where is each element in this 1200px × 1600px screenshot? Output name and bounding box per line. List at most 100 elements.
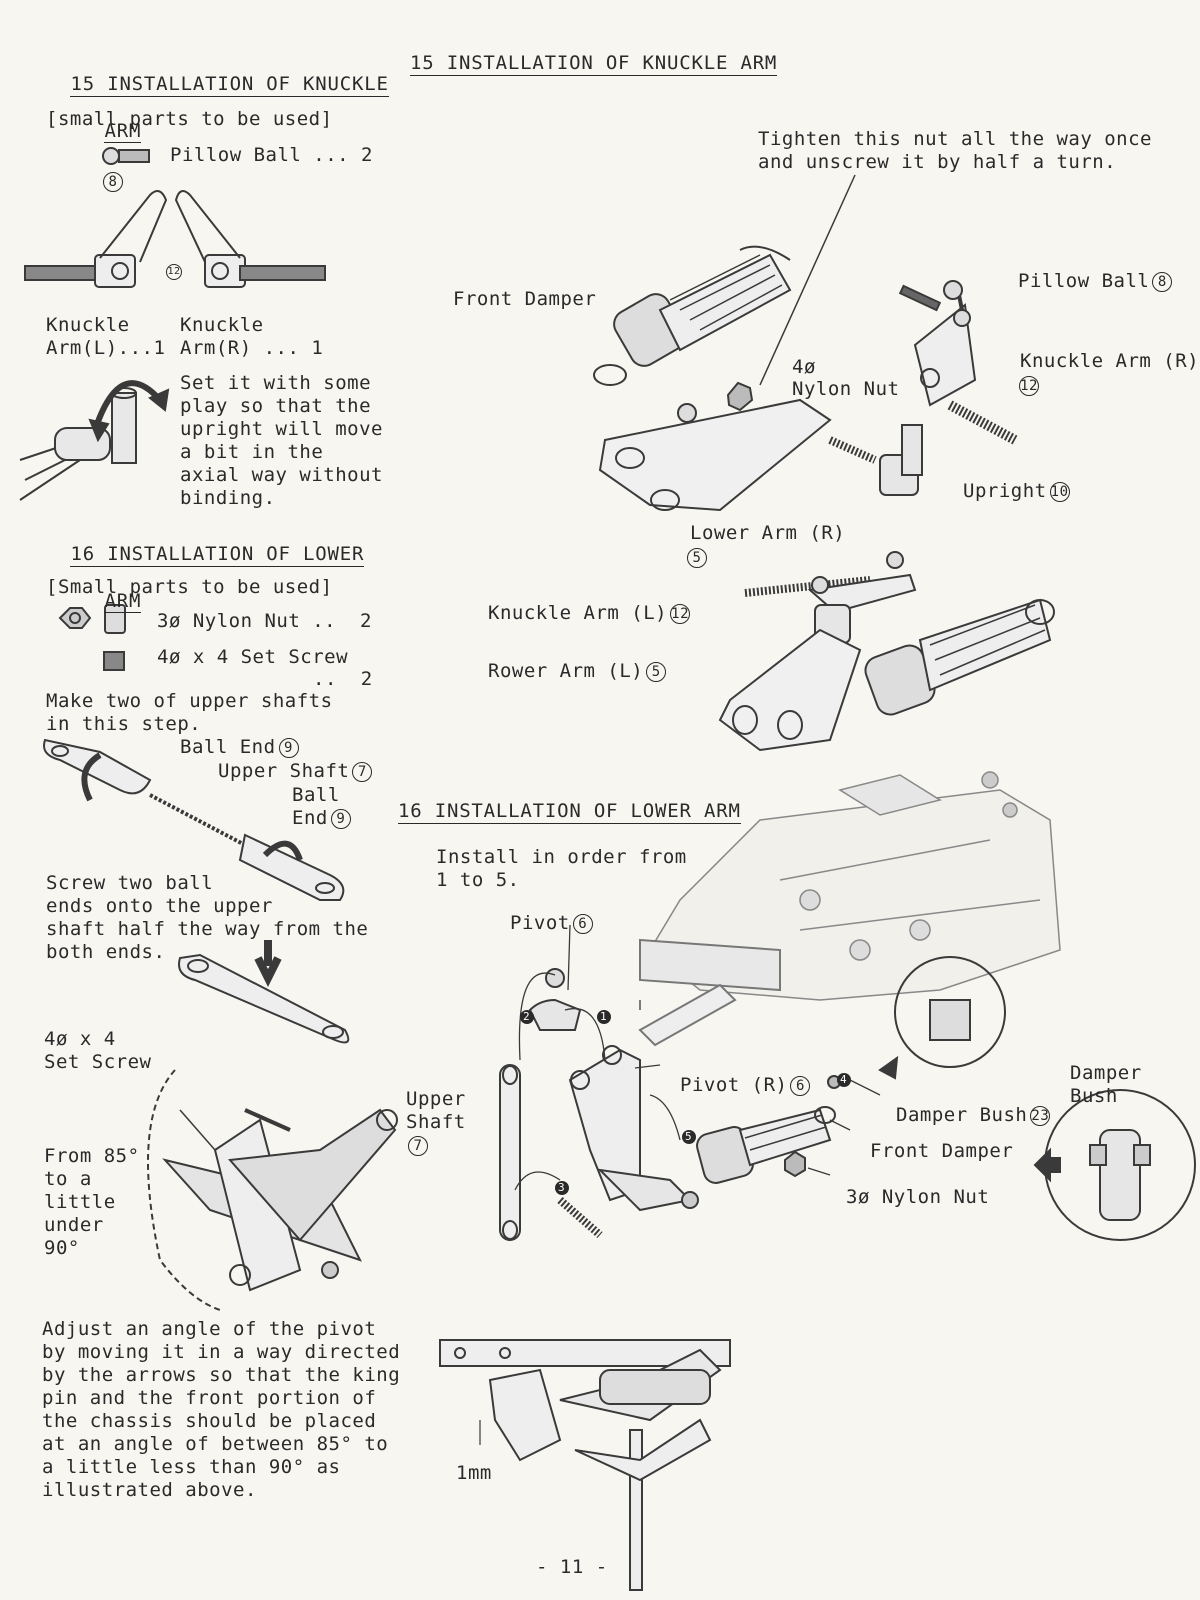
pivot-r-callout: Pivot (R)6 <box>680 1074 811 1097</box>
pillow-ball-callout-number: 8 <box>1152 272 1173 292</box>
set-screw-qty: .. 2 <box>313 668 373 690</box>
set-play-note: Set it with some play so that the uprigh… <box>180 372 383 509</box>
front-damper-callout-16: Front Damper <box>870 1140 1014 1162</box>
section-15-title-left: 15 INSTALLATION OF KNUCKLE ARM <box>46 50 389 143</box>
lower-arm-r-number: 5 <box>684 546 707 569</box>
s15-parts-heading: [small parts to be used] <box>46 108 333 130</box>
ball-end-2-text: Ball End <box>292 784 340 829</box>
nylon-nut-label: 3ø Nylon Nut .. 2 <box>157 610 372 632</box>
set-screw-label: 4ø x 4 Set Screw <box>157 646 349 668</box>
rower-arm-l-text: Rower Arm (L) <box>488 660 644 682</box>
knuckle-arm-l-number: 12 <box>670 604 691 624</box>
knuckle-arm-r-number: 12 <box>1016 374 1039 397</box>
upper-shaft-callout-number-badge: 7 <box>408 1136 428 1156</box>
knuckle-part-number: 12 <box>163 260 182 283</box>
section-15-title-line1: 15 INSTALLATION OF KNUCKLE <box>70 73 389 97</box>
damper-bush-detail-circle <box>1033 1089 1196 1241</box>
lower-arm-r-callout: Lower Arm (R) <box>690 522 846 544</box>
rower-arm-l-callout: Rower Arm (L)5 <box>488 660 667 683</box>
upper-shaft-number: 7 <box>352 762 373 782</box>
set-screw-callout: 4ø x 4 Set Screw <box>44 1028 152 1073</box>
pivot-number: 6 <box>572 914 593 934</box>
step-number-markers <box>520 1010 851 1195</box>
knuckle-arm-r-number-badge: 12 <box>1019 376 1039 396</box>
nylon-nut-size: 4ø <box>792 356 816 378</box>
section-16-title-line2: ARM <box>104 590 142 613</box>
section-16-title-line1: 16 INSTALLATION OF LOWER <box>70 543 365 567</box>
pivot-detail-circle <box>878 956 1006 1080</box>
knuckle-l-label: Knuckle Arm(L)...1 <box>46 314 166 359</box>
nylon-nut-callout-16: 3ø Nylon Nut <box>846 1186 990 1208</box>
pivot-r-text: Pivot (R) <box>680 1074 788 1096</box>
damper-bush-number: 23 <box>1030 1106 1051 1126</box>
nylon-nut-callout: Nylon Nut <box>792 378 900 400</box>
lower-arm-r-number-badge: 5 <box>687 548 707 568</box>
screw-ball-note: Screw two ball ends onto the upper shaft… <box>46 872 369 963</box>
section-16-title-left: 16 INSTALLATION OF LOWER ARM <box>46 520 365 613</box>
upright-number: 10 <box>1049 482 1070 502</box>
pivot-text: Pivot <box>510 912 570 934</box>
upper-shaft-drawing <box>43 738 345 901</box>
pillow-ball-label: Pillow Ball ... 2 <box>170 144 373 166</box>
knuckle-arm-l-callout: Knuckle Arm (L)12 <box>488 602 691 625</box>
pillow-ball-callout-text: Pillow Ball <box>1018 270 1150 292</box>
step-2-label: 2 <box>523 1010 531 1023</box>
step-1-label: 1 <box>600 1010 608 1023</box>
front-damper-16-drawing <box>696 1075 841 1184</box>
step-3-label: 3 <box>558 1181 566 1194</box>
rower-arm-l-number: 5 <box>646 662 667 682</box>
s16-parts-heading: [Small parts to be used] <box>46 576 333 598</box>
pivot-bracket-drawing <box>638 938 781 1047</box>
pivot-r-number: 6 <box>790 1076 811 1096</box>
upper-shaft-callout-number: 7 <box>405 1134 428 1157</box>
knuckle-arm-r-callout: Knuckle Arm (R) <box>1020 350 1200 372</box>
knuckle-arms-drawing <box>24 190 326 288</box>
upright-play-drawing <box>19 380 170 501</box>
one-mm-label: 1mm <box>456 1462 492 1484</box>
ball-end-number: 9 <box>278 738 299 758</box>
nylon-nut-icon <box>58 604 126 634</box>
install-order-note: Install in order from 1 to 5. <box>436 846 687 891</box>
damper-bush-text: Damper Bush <box>896 1104 1028 1126</box>
ball-end-text: Ball End <box>180 736 276 758</box>
knuckle-r-drawing <box>726 280 1018 496</box>
make-two-note: Make two of upper shafts in this step. <box>46 690 333 735</box>
section-15-title-right: 15 INSTALLATION OF KNUCKLE ARM <box>410 52 778 76</box>
lower-arm-exploded-drawing <box>528 968 699 1239</box>
pivot-angle-drawing <box>147 1069 398 1311</box>
completed-shaft-drawing <box>178 940 350 1044</box>
upper-shaft-callout: Upper Shaft <box>406 1088 466 1133</box>
front-damper-label: Front Damper <box>453 288 597 310</box>
tighten-note: Tighten this nut all the way once and un… <box>758 128 1152 173</box>
pillow-ball-icon <box>102 147 150 165</box>
set-screw-icon <box>103 651 125 671</box>
section-16-title-right: 16 INSTALLATION OF LOWER ARM <box>398 800 741 824</box>
knuckle-l-assembly-drawing <box>718 551 1055 752</box>
lower-arm-r-drawing <box>598 398 877 512</box>
adjust-note: Adjust an angle of the pivot by moving i… <box>42 1318 401 1501</box>
knuckle-part-number-badge: 12 <box>166 264 182 280</box>
pillow-ball-number-badge: 8 <box>103 172 123 192</box>
knuckle-arm-l-text: Knuckle Arm (L) <box>488 602 668 624</box>
upper-shaft-text: Upper Shaft <box>218 760 350 782</box>
one-mm-detail-drawing <box>439 1339 731 1591</box>
knuckle-r-label: Knuckle Arm(R) ... 1 <box>180 314 324 359</box>
damper-bush-detail-label: Damper Bush <box>1070 1062 1142 1107</box>
pillow-ball-number: 8 <box>100 170 123 193</box>
front-damper-r-drawing <box>593 245 792 386</box>
section-15-title-line2: ARM <box>104 120 142 143</box>
page-number: - 11 - <box>536 1556 608 1578</box>
step-4-label: 4 <box>840 1073 848 1086</box>
step-5-label: 5 <box>685 1130 693 1143</box>
ball-end-2-number: 9 <box>330 809 351 829</box>
assembly-path-lines <box>514 924 881 1191</box>
upright-text: Upright <box>963 480 1047 502</box>
